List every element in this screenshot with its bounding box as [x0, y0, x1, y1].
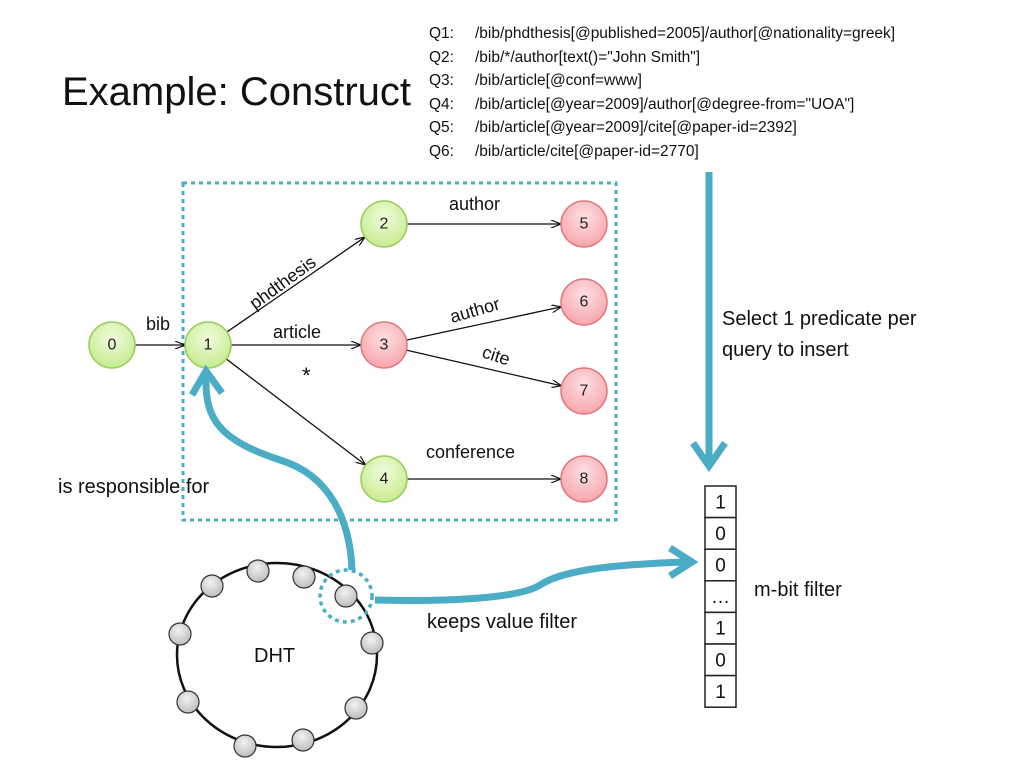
tree-nodes: 0 1 2 3 4 5 6 7 8 [88, 200, 608, 503]
filter-cell [704, 611, 737, 645]
dht-peer-node [200, 574, 224, 598]
filter-bit-value: 1 [715, 682, 726, 703]
edge-3-6 [406, 307, 560, 341]
select-predicate-label-line1: Select 1 predicate per [722, 308, 917, 330]
filter-cell [704, 516, 737, 550]
keeps-filter-label: keeps value filter [427, 611, 577, 633]
tree-node-4: 4 [360, 455, 408, 503]
dht-peer-node [344, 696, 368, 720]
dht-peer-node [292, 565, 316, 589]
tree-node-label: 8 [580, 471, 589, 488]
query-id: Q6: [429, 142, 454, 160]
responsible-arrow [202, 377, 356, 571]
query-expression: /bib/article[@year=2009]/cite[@paper-id=… [475, 119, 797, 137]
responsible-label: is responsible for [58, 476, 210, 498]
edge-1-4 [225, 358, 365, 465]
tree-node-circle [560, 200, 608, 248]
dht-peer-node [360, 631, 384, 655]
query-id: Q4: [429, 95, 454, 113]
edge-1-2 [226, 238, 364, 333]
query-insert-arrowhead [690, 441, 728, 473]
tree-node-circle [360, 321, 408, 369]
query-row: Q5: /bib/article[@year=2009]/cite[@paper-… [429, 116, 895, 140]
dht-ring [175, 561, 379, 749]
filter-bit-value: 1 [715, 619, 726, 640]
tree-node-label: 0 [108, 337, 117, 354]
dht-label: DHT [254, 645, 295, 667]
filter-arrow [374, 558, 686, 604]
tree-node-1: 1 [184, 321, 232, 369]
tree-node-label: 5 [580, 216, 589, 233]
tree-node-circle [88, 321, 136, 369]
filter-cell [704, 643, 737, 677]
tree-node-6: 6 [560, 278, 608, 326]
edge-label-star: * [302, 363, 311, 388]
dht-peer-node [233, 734, 257, 758]
tree-edges [135, 224, 561, 479]
tree-node-label: 7 [580, 383, 589, 400]
query-expression: /bib/phdthesis[@published=2005]/author[@… [475, 25, 896, 42]
tree-node-circle [560, 455, 608, 503]
edge-label-cite: cite [480, 342, 513, 370]
query-id: Q3: [429, 72, 454, 90]
filter-bit-value: 0 [715, 650, 726, 671]
query-expression: /bib/article/cite[@paper-id=2770] [475, 142, 699, 160]
tree-node-0: 0 [88, 321, 136, 369]
dht-nodes [168, 559, 384, 758]
query-list: Q1: /bib/phdthesis[@published=2005]/autho… [429, 22, 895, 164]
tree-node-label: 4 [380, 471, 389, 488]
tree-node-label: 1 [204, 337, 213, 354]
dht-peer-node [291, 728, 315, 752]
slide-title: Example: Construct [62, 70, 412, 114]
tree-node-7: 7 [560, 367, 608, 415]
tree-node-8: 8 [560, 455, 608, 503]
edge-3-7 [406, 349, 560, 385]
tree-node-label: 2 [380, 216, 389, 233]
query-row: Q1: /bib/phdthesis[@published=2005]/autho… [429, 22, 895, 46]
query-expression: /bib/*/author[text()="John Smith"] [475, 48, 701, 66]
dht-peer-node [334, 584, 358, 608]
tree-node-5: 5 [560, 200, 608, 248]
m-bit-filter-label: m-bit filter [754, 579, 842, 601]
filter-bit-value: 0 [715, 556, 726, 577]
filter-cell [704, 580, 737, 614]
filter-bit-value: 1 [715, 492, 726, 513]
responsibility-box [181, 181, 618, 522]
filter-cell [704, 674, 737, 708]
tree-node-3: 3 [360, 321, 408, 369]
tree-node-circle [560, 367, 608, 415]
tree-node-circle [360, 200, 408, 248]
query-expression: /bib/article[@conf=www] [475, 72, 642, 90]
query-id: Q2: [429, 48, 454, 66]
query-row: Q4: /bib/article[@year=2009]/author[@degr… [429, 93, 895, 117]
m-bit-filter: 1 0 0 … 1 0 1 [704, 485, 737, 708]
tree-node-label: 3 [380, 337, 389, 354]
query-id: Q5: [429, 119, 454, 137]
select-predicate-label-line2: query to insert [722, 339, 849, 361]
tree-node-circle [360, 455, 408, 503]
filter-arrowhead [668, 545, 699, 579]
responsible-arrowhead [188, 364, 225, 397]
dht-peer-node [168, 622, 192, 646]
edge-label-phdthesis: phdthesis [246, 252, 320, 313]
tree-node-label: 6 [580, 294, 589, 311]
edge-label-article: article [273, 322, 321, 342]
query-id: Q1: [429, 25, 454, 42]
filter-bit-value: 0 [715, 524, 726, 545]
query-row: Q6: /bib/article/cite[@paper-id=2770] [429, 140, 895, 164]
dht-peer-node [176, 690, 200, 714]
query-row: Q2: /bib/*/author[text()="John Smith"] [429, 46, 895, 70]
edge-label-author-2-5: author [449, 194, 500, 214]
tree-node-2: 2 [360, 200, 408, 248]
dht-highlight-circle [318, 568, 374, 624]
filter-bit-value: … [711, 587, 730, 608]
query-expression: /bib/article[@year=2009]/author[@degree-… [475, 95, 855, 113]
dht-peer-node [246, 559, 270, 583]
query-row: Q3: /bib/article[@conf=www] [429, 69, 895, 93]
edge-label-conference: conference [426, 442, 515, 462]
edge-label-bib: bib [146, 314, 170, 334]
tree-node-circle [560, 278, 608, 326]
